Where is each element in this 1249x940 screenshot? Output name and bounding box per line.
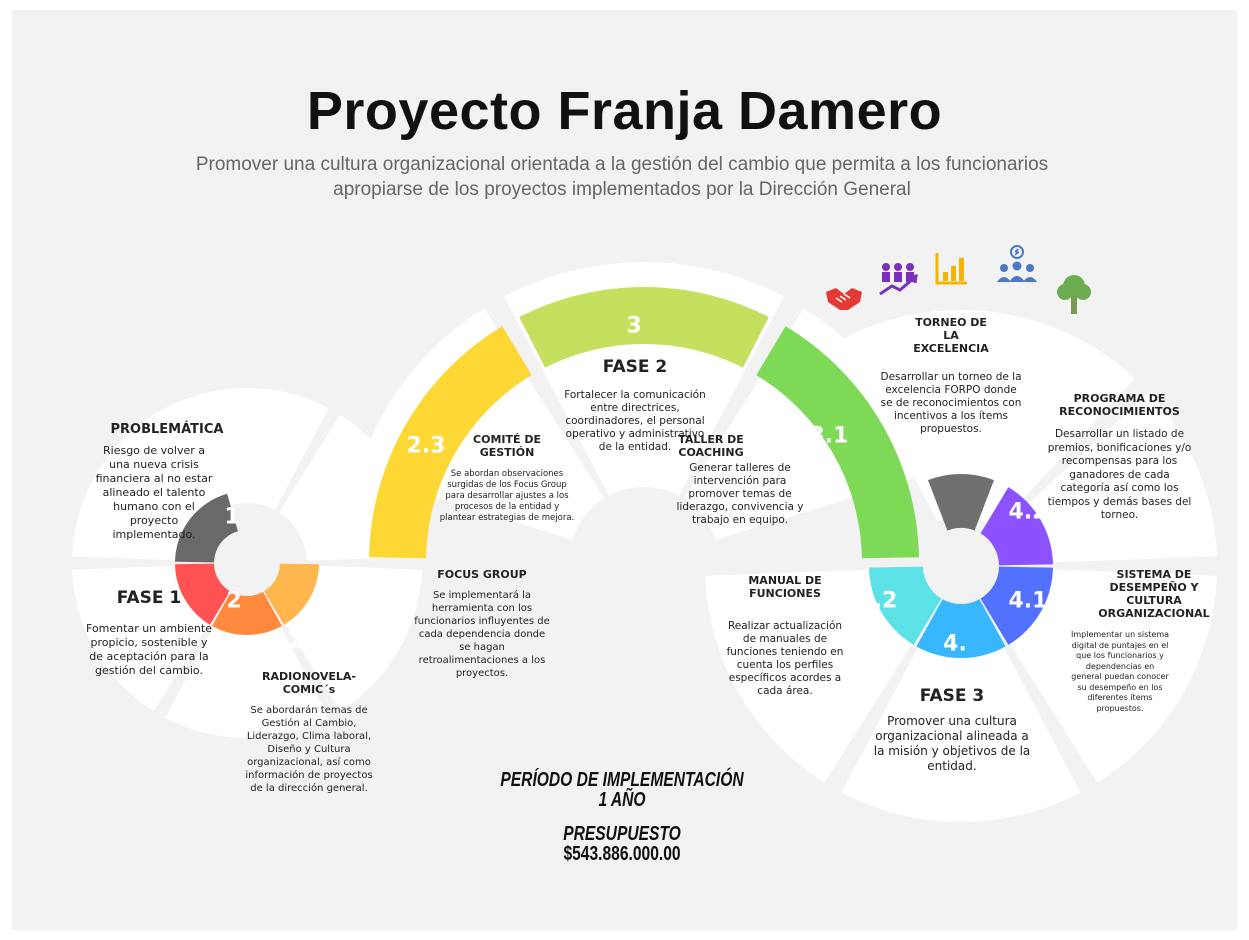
page-subtitle: Promover una cultura organizacional orie… bbox=[195, 154, 1049, 200]
block-title: COMITÉ DE GESTIÓN bbox=[473, 433, 541, 459]
block-text: Desarrollar un torneo de la excelencia F… bbox=[880, 371, 1022, 435]
panel-10 bbox=[997, 392, 1217, 565]
block-text: Fortalecer la comunicación entre directr… bbox=[564, 389, 706, 453]
ring-segment-2-2 bbox=[263, 563, 319, 625]
block-text: Se implementará la herramienta con los f… bbox=[414, 590, 550, 679]
ring-segment-3-1 bbox=[756, 326, 919, 559]
block-title: PROGRAMA DE RECONOCIMIENTOS bbox=[1059, 392, 1180, 418]
period-value: 1 AÑO bbox=[598, 789, 646, 811]
bar-chart-icon bbox=[935, 253, 967, 285]
block-text: Riesgo de volver a una nueva crisis fina… bbox=[95, 444, 213, 541]
block-fase3: FASE 3 Promover una cultura organizacion… bbox=[872, 686, 1032, 774]
block-title: RADIONOVELA-COMIC´s bbox=[262, 670, 356, 696]
segment-label-1: 1 bbox=[224, 504, 240, 530]
block-text: Implementar un sistema digital de puntaj… bbox=[1070, 630, 1170, 713]
ring-segment-4-2 bbox=[980, 487, 1053, 566]
ring-segment-1 bbox=[175, 493, 238, 563]
ring-segment-4 bbox=[916, 599, 1006, 658]
block-comite: COMITÉ DE GESTIÓN Se abordan observacion… bbox=[438, 433, 576, 524]
block-text: Promover una cultura organizacional alin… bbox=[873, 714, 1031, 773]
block-title: PROBLEMÁTICA bbox=[110, 422, 224, 437]
ring-segment-4-1 bbox=[980, 566, 1053, 645]
ring-segment-3 bbox=[519, 287, 769, 368]
segment-label-4-2: 4.2 bbox=[1008, 499, 1048, 525]
budget-value: $543.886.000.00 bbox=[563, 843, 681, 865]
colored-ring-segments bbox=[175, 287, 1053, 658]
segment-label-4-3: 4.3 bbox=[933, 453, 973, 479]
ring-segment-2-3 bbox=[369, 326, 532, 559]
page-title: Proyecto Franja Damero bbox=[306, 81, 943, 141]
block-radionovela: RADIONOVELA-COMIC´s Se abordarán temas d… bbox=[244, 670, 374, 795]
block-text: Generar talleres de intervención para pr… bbox=[676, 462, 804, 526]
ring-segment-2-1 bbox=[212, 591, 282, 635]
budget-label: PRESUPUESTO bbox=[563, 823, 681, 845]
segment-label-4-1: 4.1 bbox=[1008, 588, 1048, 614]
segment-label-3-2: 3.2 bbox=[858, 588, 898, 614]
ring-segment-2 bbox=[175, 563, 231, 625]
phase-diagram bbox=[72, 262, 1217, 822]
segment-label-4: 4. bbox=[943, 631, 967, 657]
segment-label-2: 2 bbox=[226, 588, 242, 614]
block-focus-group: FOCUS GROUP Se implementará la herramien… bbox=[412, 568, 552, 680]
panel-1 bbox=[72, 565, 216, 712]
block-text: Realizar actualización de manuales de fu… bbox=[726, 620, 844, 697]
block-text: Se abordan observaciones surgidas de los… bbox=[439, 469, 575, 523]
panel-0 bbox=[72, 387, 329, 561]
block-text: Desarrollar un listado de premios, bonif… bbox=[1047, 428, 1192, 521]
segment-label-3-1: 3.1 bbox=[809, 423, 849, 449]
ring-segment-3-2 bbox=[869, 566, 942, 645]
footer-summary: PERÍODO DE IMPLEMENTACIÓN 1 AÑO PRESUPUE… bbox=[452, 770, 792, 864]
panel-8 bbox=[841, 610, 1081, 822]
block-fase1: FASE 1 Fomentar un ambiente propicio, so… bbox=[84, 588, 214, 678]
block-title: FOCUS GROUP bbox=[437, 568, 527, 581]
ring-segment-4-3 bbox=[928, 474, 994, 531]
block-text: Fomentar un ambiente propicio, sostenibl… bbox=[86, 622, 212, 677]
block-title: FASE 1 bbox=[116, 588, 182, 608]
block-title: SISTEMA DE DESEMPEÑO Y CULTURA ORGANIZAC… bbox=[1098, 568, 1210, 620]
segment-label-2-3: 2.3 bbox=[406, 433, 446, 459]
segment-label-2-2: 2.2 bbox=[367, 584, 407, 610]
block-sistema: SISTEMA DE DESEMPEÑO Y CULTURA ORGANIZAC… bbox=[1071, 568, 1218, 714]
block-taller: TALLER DE COACHING Generar talleres de i… bbox=[676, 433, 804, 527]
block-title: MANUAL DE FUNCIONES bbox=[748, 574, 822, 600]
infographic-canvas: Proyecto Franja Damero Promover una cult… bbox=[12, 10, 1237, 930]
block-text: Se abordarán temas de Gestión al Cambio,… bbox=[245, 705, 373, 794]
block-fase2: FASE 2 Fortalecer la comunicación entre … bbox=[560, 357, 710, 454]
panel-3 bbox=[278, 565, 422, 712]
block-title: TORNEO DE LA EXCELENCIA bbox=[913, 316, 989, 355]
block-title: FASE 3 bbox=[919, 686, 985, 706]
team-growth-icon bbox=[879, 263, 918, 296]
block-title: TALLER DE COACHING bbox=[678, 433, 744, 459]
segment-label-3: 3 bbox=[626, 313, 642, 339]
segment-label-2-1: 2.1 bbox=[288, 629, 328, 655]
period-label: PERÍODO DE IMPLEMENTACIÓN bbox=[500, 769, 744, 791]
block-problematica: PROBLEMÁTICA Riesgo de volver a una nuev… bbox=[87, 423, 247, 542]
tree-icon bbox=[1057, 275, 1091, 314]
panel-2 bbox=[165, 616, 329, 738]
panel-11 bbox=[841, 310, 1135, 530]
panel-7 bbox=[705, 567, 935, 783]
block-manual: MANUAL DE FUNCIONES Realizar actualizaci… bbox=[720, 574, 850, 698]
block-torneo: TORNEO DE LA EXCELENCIA Desarrollar un t… bbox=[880, 316, 1022, 436]
block-programa: PROGRAMA DE RECONOCIMIENTOS Desarrollar … bbox=[1047, 392, 1192, 523]
panel-9 bbox=[987, 567, 1217, 783]
idea-team-icon bbox=[997, 245, 1037, 282]
block-title: FASE 2 bbox=[602, 357, 668, 377]
handshake-icon bbox=[826, 288, 862, 310]
